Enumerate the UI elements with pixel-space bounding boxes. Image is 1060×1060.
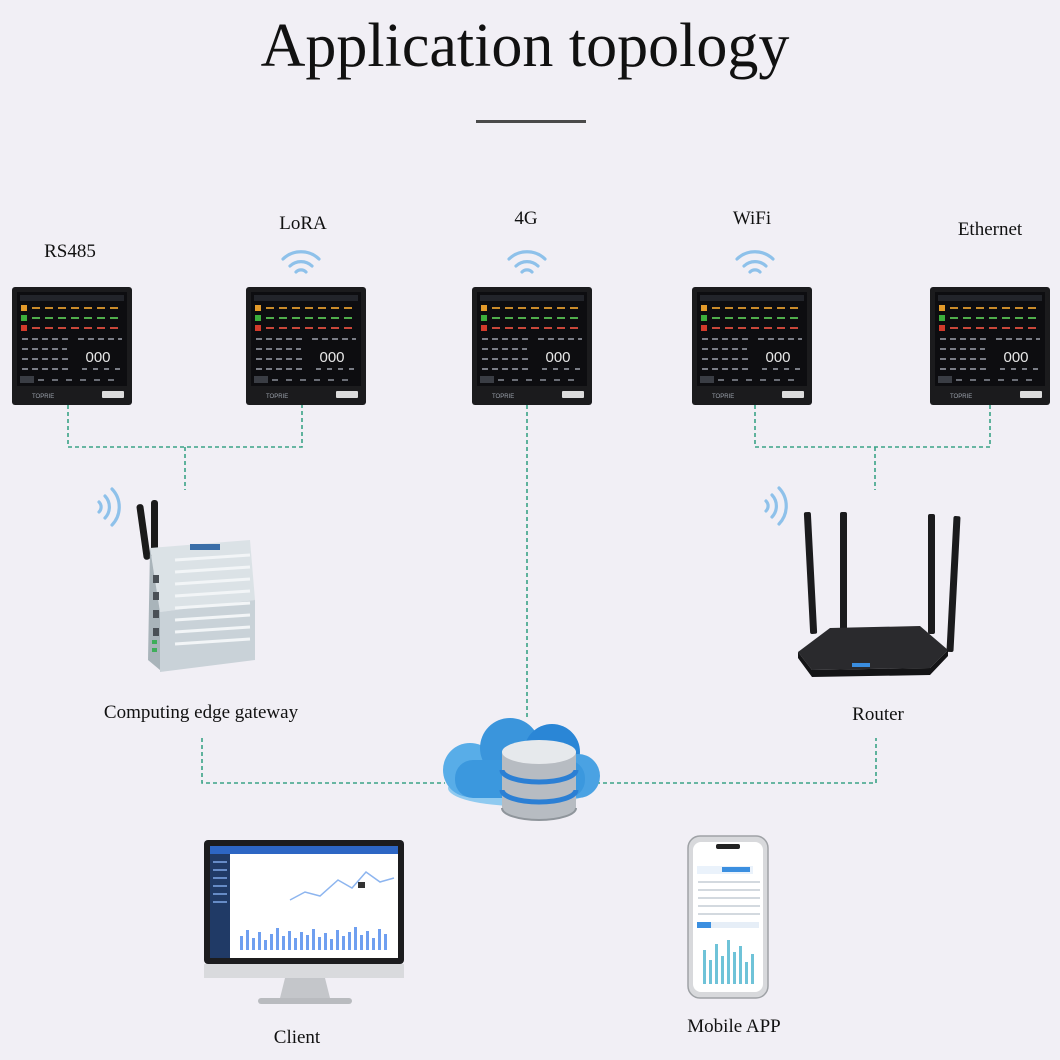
label-4g: 4G (514, 208, 538, 229)
router-icon (798, 511, 961, 677)
meter-reading: 000 (765, 349, 790, 366)
meter-lora: TOPRIE 000 (245, 286, 367, 406)
label-lora: LoRA (279, 213, 327, 234)
meter-4g: TOPRIE 000 (471, 286, 593, 406)
power-meter-icon (691, 286, 813, 406)
label-router: Router (852, 704, 904, 725)
power-meter-icon (245, 286, 367, 406)
meter-reading: 000 (545, 349, 570, 366)
meter-rs485: TOPRIE 000 (11, 286, 133, 406)
meter-reading: 000 (85, 349, 110, 366)
power-meter-icon (471, 286, 593, 406)
meter-wifi: TOPRIE 000 (691, 286, 813, 406)
label-gateway: Computing edge gateway (104, 702, 299, 723)
smartphone-icon (687, 835, 769, 999)
wifi-signal-icon (97, 487, 121, 527)
meter-reading: 000 (319, 349, 344, 366)
meter-brand: TOPRIE (712, 394, 734, 400)
power-meter-icon (11, 286, 133, 406)
edge-gateway-icon (136, 500, 255, 672)
meter-reading: 000 (1003, 349, 1028, 366)
wifi-signal-icon (764, 486, 788, 526)
connector-router-cloud (596, 738, 877, 784)
connector-right-pair (754, 405, 991, 448)
desktop-monitor-icon (204, 840, 404, 1004)
connectors (67, 405, 991, 784)
title-underline (476, 120, 586, 123)
wifi-signal-icon (507, 250, 547, 274)
cloud-database-icon (443, 718, 600, 821)
label-client: Client (274, 1027, 321, 1048)
connector-left-pair (67, 405, 303, 448)
wifi-signal-icon (281, 250, 321, 274)
label-wifi: WiFi (733, 208, 771, 229)
power-meter-icon (929, 286, 1051, 406)
meter-brand: TOPRIE (32, 394, 54, 400)
label-mobile: Mobile APP (687, 1016, 780, 1037)
meter-brand: TOPRIE (950, 394, 972, 400)
label-ethernet: Ethernet (958, 219, 1023, 240)
meter-brand: TOPRIE (266, 394, 288, 400)
connector-gateway-cloud (201, 738, 445, 784)
page-title: Application topology (261, 12, 790, 80)
wifi-signal-icon (735, 250, 775, 274)
label-rs485: RS485 (44, 241, 96, 262)
meter-brand: TOPRIE (492, 394, 514, 400)
meter-ethernet: TOPRIE 000 (929, 286, 1051, 406)
